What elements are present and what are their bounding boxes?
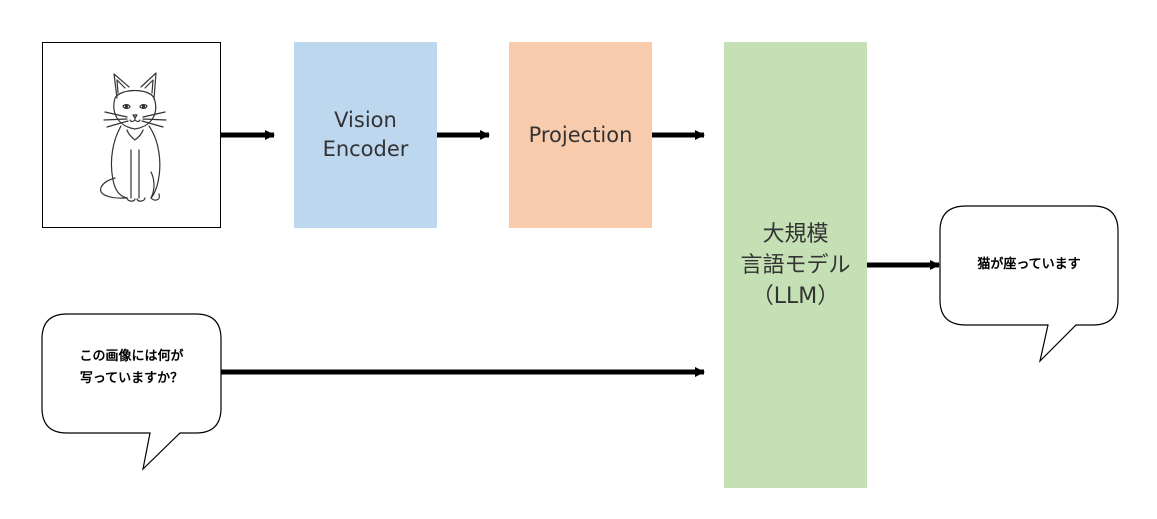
answer-text: 猫が座っています	[977, 257, 1081, 272]
projection-block: Projection	[509, 42, 652, 228]
cat-drawing	[99, 72, 167, 202]
input-image	[42, 42, 221, 228]
question-bubble	[41, 313, 222, 471]
llm-block: 大規模 言語モデル （LLM）	[724, 42, 867, 488]
projection-label: Projection	[528, 122, 633, 147]
llm-label: 大規模 言語モデル （LLM）	[740, 221, 851, 309]
answer-bubble	[939, 205, 1119, 363]
vision-encoder-label: Vision Encoder	[322, 108, 409, 161]
vision-encoder-block: Vision Encoder	[294, 42, 437, 228]
question-text: この画像には何が 写っていますか？	[79, 349, 184, 386]
